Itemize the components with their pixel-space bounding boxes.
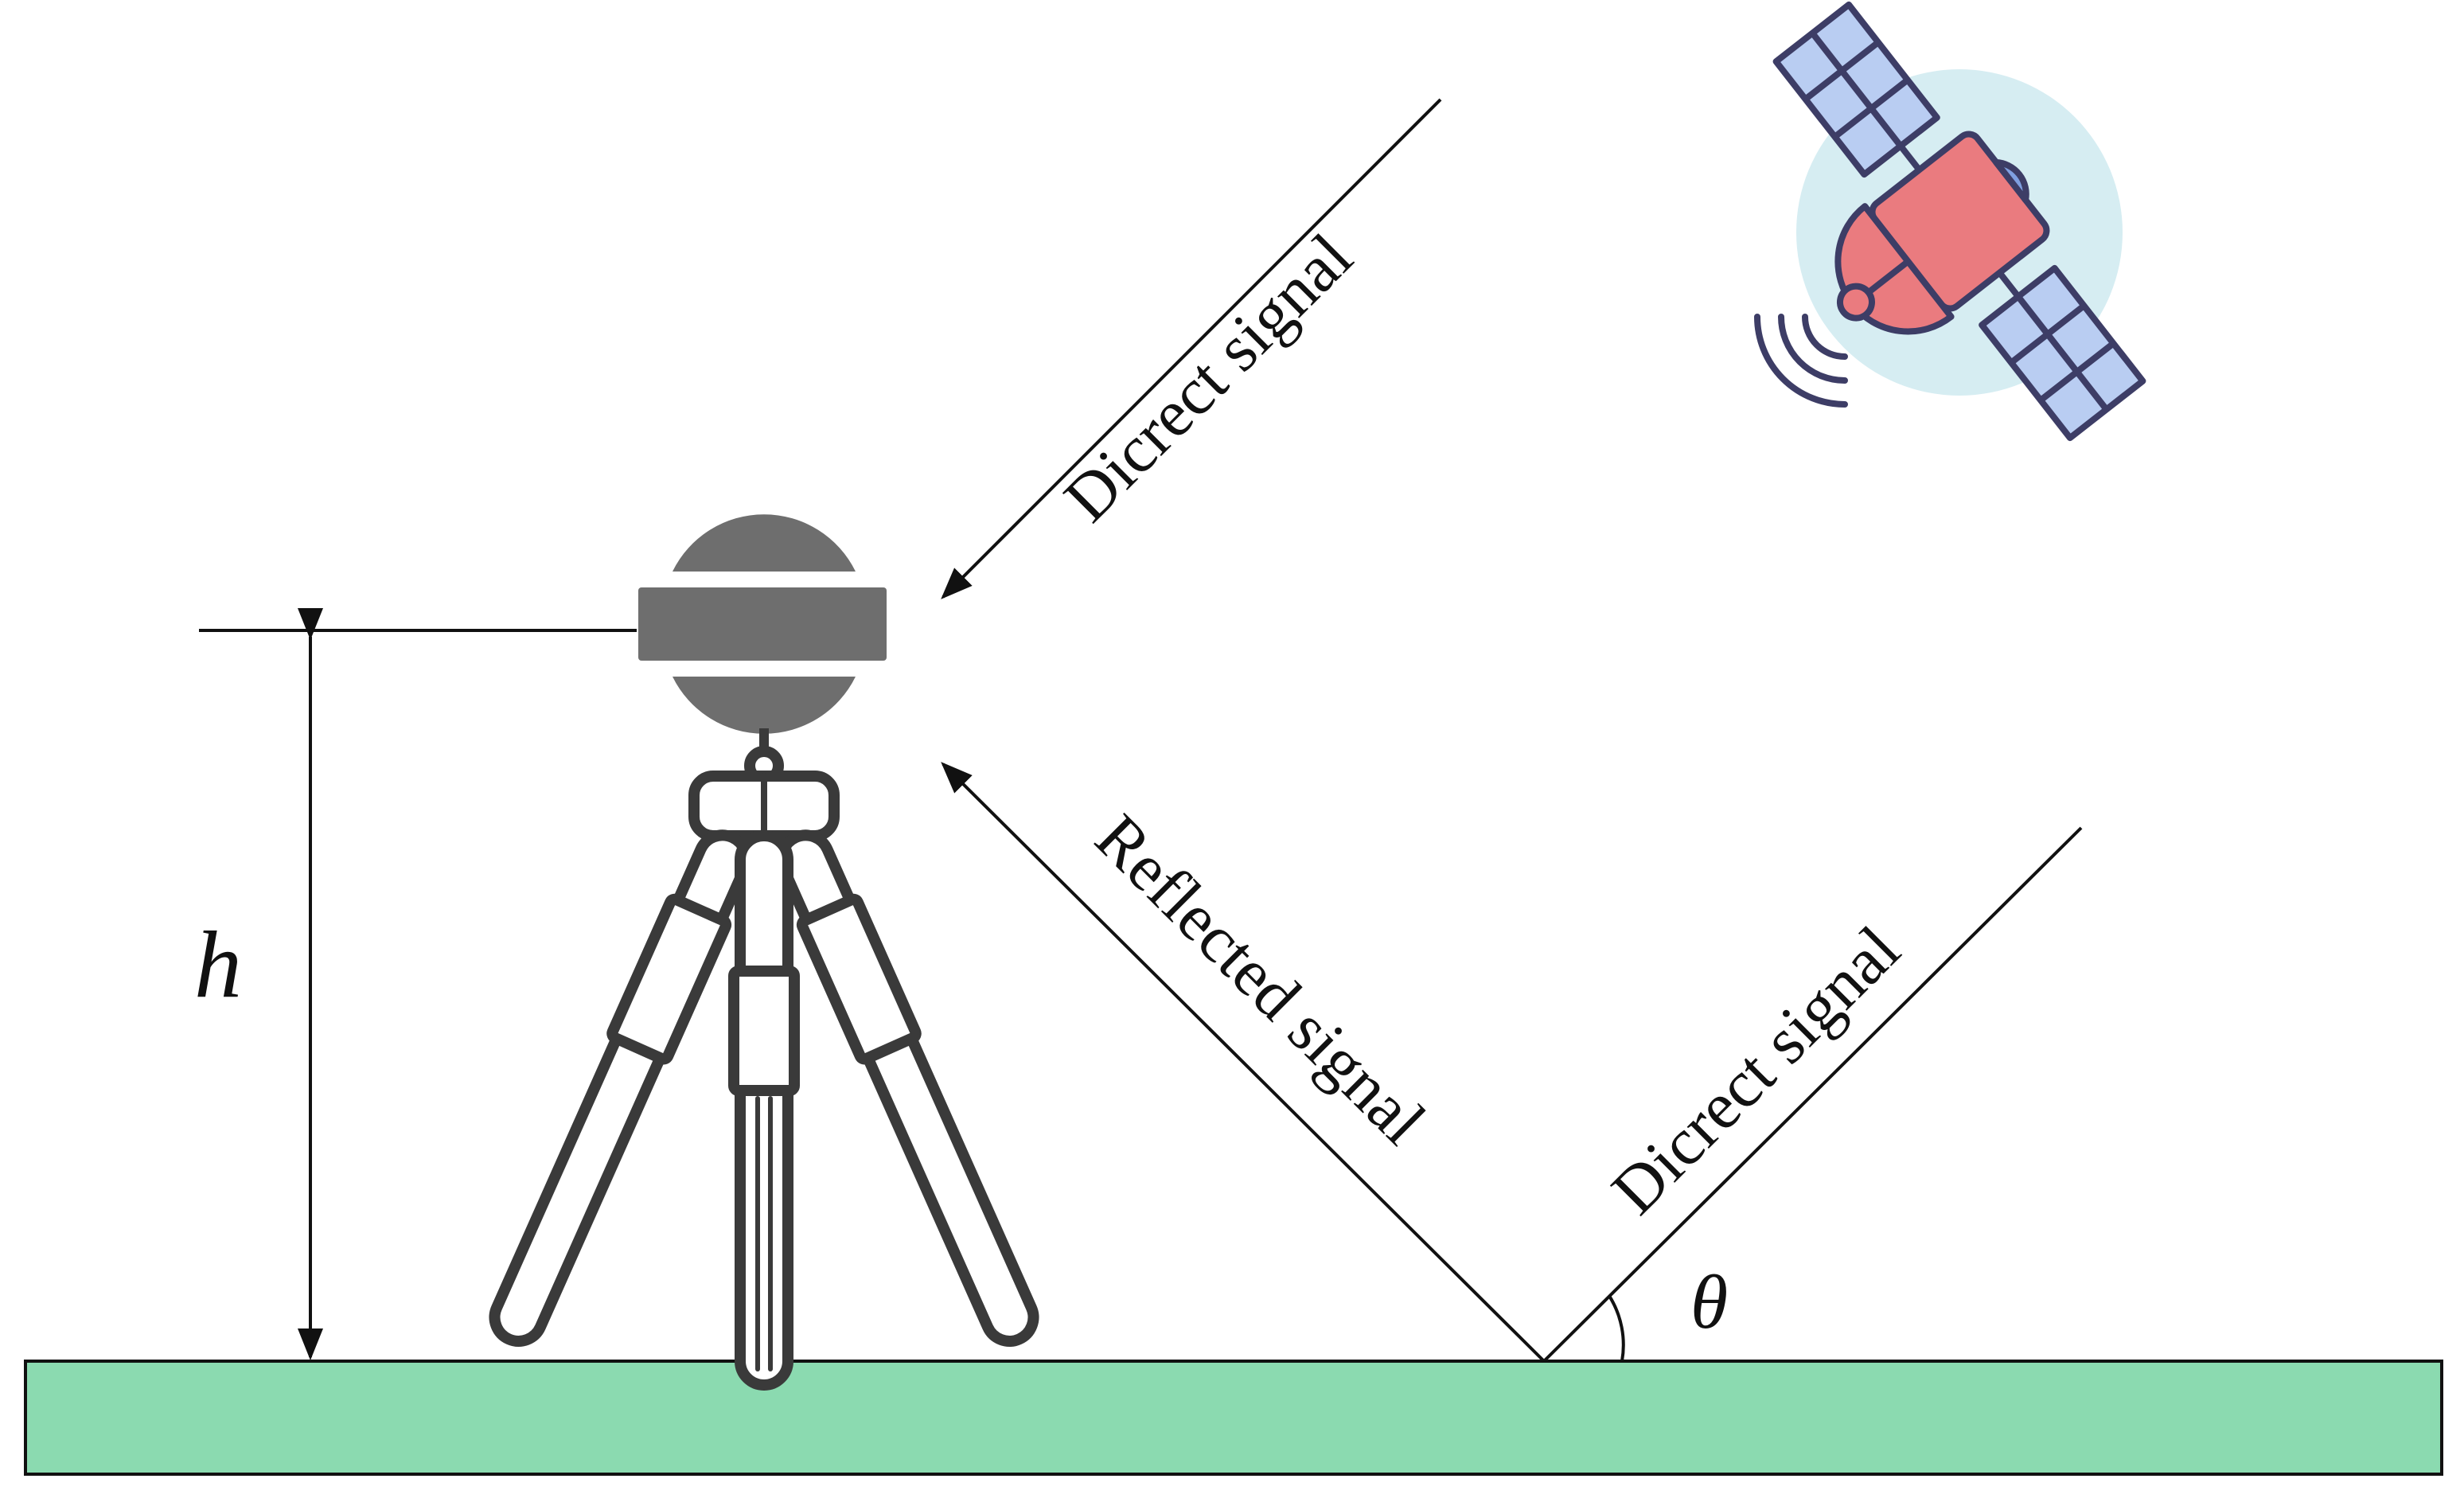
direct-signal-upper-arrow [941,98,1442,599]
direct-signal-lower-label: Dicrect signal [1598,912,1914,1228]
satellite-icon [1754,1,2146,442]
angle-symbol: θ [1690,1259,1728,1344]
reflected-signal-arrow [941,762,1546,1363]
gnss-antenna-icon [638,514,887,764]
height-symbol: h [194,911,242,1017]
reflected-signal-label: Reflected signal [1082,801,1440,1159]
tripod-icon [489,746,1039,1391]
direct-signal-upper-label: Dicrect signal [1051,220,1367,536]
direct-signal-lower-line [1542,826,2083,1363]
ground-surface [24,1360,2443,1476]
elevation-angle-arc [1608,1294,1625,1362]
